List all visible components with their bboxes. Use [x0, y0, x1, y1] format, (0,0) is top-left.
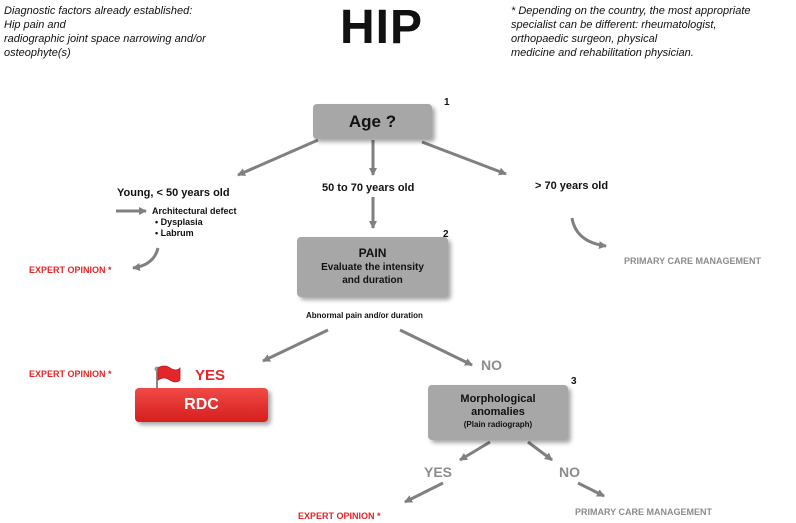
- note-line: medicine and rehabilitation physician.: [511, 47, 694, 59]
- list-item: • Labrum: [155, 228, 194, 238]
- note-line: * Depending on the country, the most app…: [511, 5, 751, 17]
- pain-box-line: Evaluate the intensity: [321, 262, 424, 273]
- morph-box-line: (Plain radiograph): [463, 420, 533, 429]
- arrow-morph-to-no: [527, 440, 553, 462]
- page-title: HIP: [340, 1, 424, 54]
- arrow-age-to-young: [237, 138, 319, 177]
- arrow-pain-to-yes: [262, 328, 329, 363]
- note-line: Diagnostic factors already established:: [4, 5, 193, 17]
- pain-yes-label: YES: [195, 367, 226, 384]
- arrow-age-to-old: [421, 140, 507, 176]
- pain-condition-label: Abnormal pain and/or duration: [306, 311, 423, 320]
- rdc-box: RDC: [135, 388, 268, 422]
- primary-care-management-old: PRIMARY CARE MANAGEMENT: [624, 256, 762, 266]
- morph-box-line: anomalies: [471, 406, 525, 418]
- list-item: • Dysplasia: [155, 217, 203, 227]
- note-line: radiographic joint space narrowing and/o…: [4, 33, 206, 45]
- pain-box: PAIN Evaluate the intensity and duration: [297, 237, 448, 297]
- morph-yes-label: YES: [424, 464, 453, 480]
- arrow-to-primary-care-old: [570, 217, 607, 250]
- arrow-morph-to-yes: [459, 440, 491, 462]
- morph-no-label: NO: [559, 464, 580, 480]
- note-line: orthopaedic surgeon, physical: [511, 33, 658, 45]
- expert-opinion-young: EXPERT OPINION *: [29, 265, 112, 275]
- note-line: specialist can be different: rheumatolog…: [511, 19, 717, 31]
- specialist-footnote: * Depending on the country, the most app…: [511, 4, 796, 60]
- branch-young: Young, < 50 years old: [117, 187, 230, 199]
- pain-no-label: NO: [481, 357, 502, 373]
- architectural-defect-list: Architectural defect • Dysplasia • Labru…: [152, 206, 237, 239]
- architectural-defect-heading: Architectural defect: [152, 206, 237, 216]
- step-number-3: 3: [571, 376, 577, 387]
- morphological-box: Morphological anomalies (Plain radiograp…: [428, 385, 568, 440]
- arrow-pain-to-no: [399, 328, 473, 367]
- arrow-to-expert-opinion-young: [132, 247, 160, 271]
- step-number-1: 1: [444, 97, 450, 108]
- arrow-yes-to-expert-opinion: [404, 481, 444, 504]
- established-factors-note: Diagnostic factors already established: …: [4, 4, 284, 60]
- arrow-no-to-primary-care: [577, 481, 605, 498]
- branch-middle: 50 to 70 years old: [322, 182, 415, 194]
- pain-box-line: and duration: [342, 275, 403, 286]
- step-number-2: 2: [443, 229, 449, 240]
- morph-box-line: Morphological: [460, 393, 536, 405]
- pain-box-title: PAIN: [358, 246, 387, 260]
- branch-old: > 70 years old: [535, 180, 609, 192]
- age-box-label: Age ?: [348, 112, 397, 131]
- primary-care-management-morph: PRIMARY CARE MANAGEMENT: [575, 507, 713, 517]
- age-box: Age ?: [313, 104, 432, 139]
- note-line: osteophyte(s): [4, 47, 71, 59]
- note-line: Hip pain and: [4, 19, 66, 31]
- expert-opinion-rdc: EXPERT OPINION *: [29, 369, 112, 379]
- expert-opinion-morph: EXPERT OPINION *: [298, 511, 381, 521]
